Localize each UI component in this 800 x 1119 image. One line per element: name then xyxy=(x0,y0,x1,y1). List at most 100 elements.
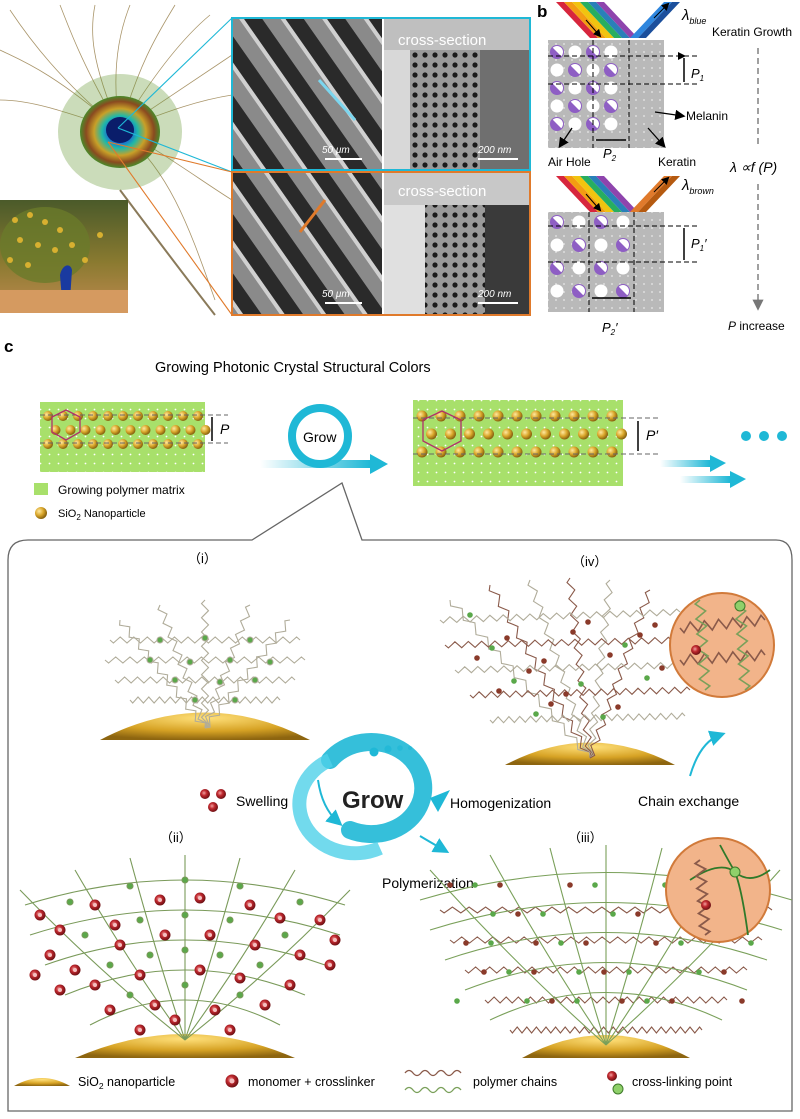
scale-label-top-left: 50 μm xyxy=(322,145,350,156)
crosslink-node xyxy=(678,940,684,946)
crosslink-node xyxy=(236,991,244,999)
sio2-particle xyxy=(178,411,188,421)
network-spoke xyxy=(605,847,663,1046)
lambda-blue: λblue xyxy=(681,7,706,26)
crosslink-node xyxy=(463,940,469,946)
crosslink-node xyxy=(696,969,702,975)
polymer-chain xyxy=(129,696,281,704)
step-i-label: （i） xyxy=(188,551,217,566)
melanin-label: Melanin xyxy=(686,109,728,123)
crosslink-node xyxy=(585,619,591,625)
crosslink-node xyxy=(489,645,495,651)
air-hole-label: Air Hole xyxy=(548,155,591,169)
sio2-particle xyxy=(125,425,136,435)
panel-c-title: Growing Photonic Crystal Structural Colo… xyxy=(155,360,431,376)
crosslink-node xyxy=(637,632,643,638)
crosslink-node xyxy=(181,946,189,954)
p-prime-label: P′ xyxy=(646,427,659,443)
melanin-particle xyxy=(568,63,582,77)
keratin-growth-label: Keratin Growth xyxy=(712,25,792,39)
swelling-icon xyxy=(200,789,226,812)
lattice-top-gridlines xyxy=(548,40,700,148)
step-ii-illustration xyxy=(19,854,351,1058)
crosslink-node xyxy=(563,691,569,697)
sem-bottom-label: cross-section xyxy=(398,183,486,200)
sio2-particle xyxy=(578,428,589,440)
polymer-chain xyxy=(439,608,681,624)
crosslink-node xyxy=(511,678,517,684)
sio2-particle xyxy=(511,446,523,458)
air-hole xyxy=(568,81,582,95)
polymer-chain xyxy=(449,599,591,759)
melanin-particle xyxy=(616,238,630,252)
crosslink-node xyxy=(266,658,274,666)
sio2-particle xyxy=(133,439,143,449)
sio2-particle xyxy=(118,411,128,421)
sio2-particle xyxy=(58,411,68,421)
sio2-particle xyxy=(606,446,618,458)
polymer-chain xyxy=(204,604,251,729)
crosslink-node xyxy=(578,681,584,687)
sio2-particle xyxy=(193,439,203,449)
lattice-bottom-gridlines xyxy=(548,212,700,312)
sio2-particle xyxy=(65,425,76,435)
crosslink-point xyxy=(734,600,746,612)
air-hole xyxy=(604,81,618,95)
sio2-particle xyxy=(568,410,580,422)
sio2-particle xyxy=(185,425,196,435)
crosslink-node xyxy=(635,911,641,917)
polymer-chain xyxy=(204,619,291,729)
polymerization-label: Polymerization xyxy=(382,875,474,891)
crosslink-node xyxy=(226,916,234,924)
sio2-particle xyxy=(549,446,561,458)
crosslink-point xyxy=(701,900,711,910)
keratin-label: Keratin xyxy=(658,155,696,169)
crosslink-point xyxy=(691,645,701,655)
crosslink-node xyxy=(574,998,580,1004)
zoom-detail-frame xyxy=(7,482,793,1112)
scale-label-bottom-left: 50 μm xyxy=(322,289,350,300)
sio2-particle xyxy=(568,446,580,458)
crosslink-node xyxy=(659,665,665,671)
legend-monomer-label: monomer + crosslinker xyxy=(248,1075,375,1089)
crosslink-node xyxy=(601,969,607,975)
crosslink-node xyxy=(454,998,460,1004)
polymer-chain xyxy=(679,648,766,667)
melanin-particle xyxy=(568,99,582,113)
legend-sio2-nanoparticle: SiO2 nanoparticle xyxy=(78,1075,175,1091)
sio2-particle xyxy=(103,439,113,449)
legend-chain-green xyxy=(404,1086,462,1094)
crosslink-node xyxy=(474,655,480,661)
crosslink-node xyxy=(533,940,539,946)
sio2-particle xyxy=(118,439,128,449)
scale-label-bottom-right: 200 nm xyxy=(477,289,511,300)
legend-crosslink-red xyxy=(607,1071,617,1081)
sio2-particle xyxy=(416,410,428,422)
sio2-particle xyxy=(492,410,504,422)
cyan-callout-lines xyxy=(117,17,233,173)
crosslink-node xyxy=(146,656,154,664)
sio2-particle xyxy=(530,410,542,422)
crosslink-node xyxy=(181,981,189,989)
sio2-particle xyxy=(616,428,627,440)
crystal-strip-initial-particles xyxy=(43,411,211,449)
step-iii-label: （iii） xyxy=(568,830,603,845)
melanin-particle xyxy=(604,99,618,113)
crosslink-node xyxy=(739,998,745,1004)
crosslink-node xyxy=(540,911,546,917)
hexagon-grown xyxy=(422,410,462,452)
crosslink-node xyxy=(66,898,74,906)
legend-nanoparticle-swatch xyxy=(35,507,47,519)
crosslink-node xyxy=(524,998,530,1004)
melanin-particle xyxy=(550,117,564,131)
sio2-particle xyxy=(416,446,428,458)
sio2-particle xyxy=(454,446,466,458)
crosslink-node xyxy=(216,678,224,686)
grow-loop-label: Grow xyxy=(303,429,337,445)
sio2-particle xyxy=(200,425,211,435)
polymer-chain xyxy=(488,584,592,759)
polymer-chain xyxy=(587,579,613,759)
crosslink-node xyxy=(256,961,264,969)
panel-b-letter: b xyxy=(537,2,547,21)
crosslink-node xyxy=(541,658,547,664)
